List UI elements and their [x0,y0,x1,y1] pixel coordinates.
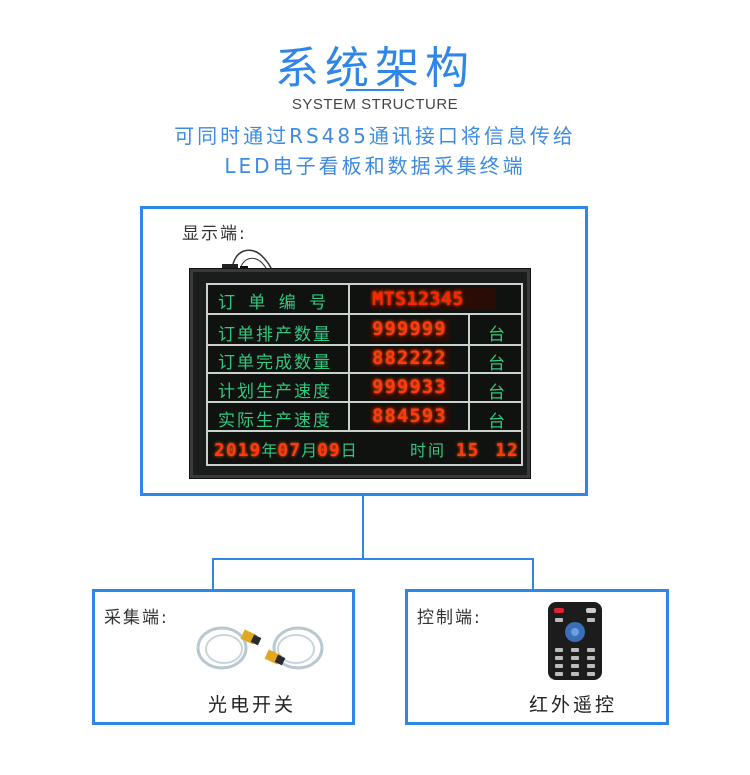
row-label-order-number: 订 单 编 号 [218,293,331,313]
row-label-completed-qty: 订单完成数量 [218,353,332,373]
description-line-2: LED电子看板和数据采集终端 [224,154,526,178]
connector-right-drop [532,558,534,590]
connector-left-drop [212,558,214,590]
completed-qty-unit: 台 [488,354,505,374]
led-digit-panel [370,406,450,428]
grid-line [206,344,523,346]
date-day: 09 [317,440,341,461]
time-hour: 15 [455,440,480,461]
grid-line [468,313,470,432]
actual-speed-unit: 台 [488,412,505,432]
time-label: 时间 [410,441,447,460]
time-display: 时间 15 12 [410,437,519,461]
grid-line [348,283,350,432]
english-subtitle: SYSTEM STRUCTURE [291,96,459,113]
grid-line [206,430,523,432]
photoelectric-switch-icon [196,626,324,670]
grid-line [206,313,523,315]
order-number-led-panel [370,288,496,310]
control-terminal-label: 控制端: [417,608,482,628]
collection-terminal-label: 采集端: [104,608,169,628]
led-digit-panel [370,319,450,341]
row-label-planned-speed: 计划生产速度 [218,382,332,402]
date-day-char: 日 [340,441,357,460]
actual-speed-value: 884593 [372,405,447,427]
grid-line [206,372,523,374]
planned-speed-unit: 台 [488,383,505,403]
connector-trunk [362,496,364,560]
display-terminal-label: 显示端: [182,224,247,244]
page-title: 系统架构 [275,43,475,94]
collection-terminal-box [92,589,355,725]
scheduled-qty-value: 999999 [372,318,447,340]
date-year-char: 年 [261,441,278,460]
led-digit-panel [370,377,450,399]
scheduled-qty-unit: 台 [488,325,505,345]
order-number-value: MTS12345 [372,288,464,310]
time-minute: 12 [495,440,519,461]
infrared-remote-caption: 红外遥控 [528,694,617,716]
photoelectric-switch-caption: 光电开关 [207,694,296,716]
title-underline [346,89,404,91]
date-month-char: 月 [301,441,318,460]
connector-horizontal [212,558,534,560]
date-time-bar: 2019年07月09日 [214,437,357,461]
grid-line [206,401,523,403]
row-label-scheduled-qty: 订单排产数量 [218,325,332,345]
date-month: 07 [277,440,302,461]
led-digit-panel [370,348,450,370]
completed-qty-value: 882222 [372,347,447,369]
infrared-remote-icon [548,602,602,680]
date-year: 2019 [214,440,262,461]
row-label-actual-speed: 实际生产速度 [218,411,332,431]
planned-speed-value: 999933 [372,376,447,398]
description-line-1: 可同时通过RS485通讯接口将信息传给 [174,124,576,148]
control-terminal-box [405,589,669,725]
